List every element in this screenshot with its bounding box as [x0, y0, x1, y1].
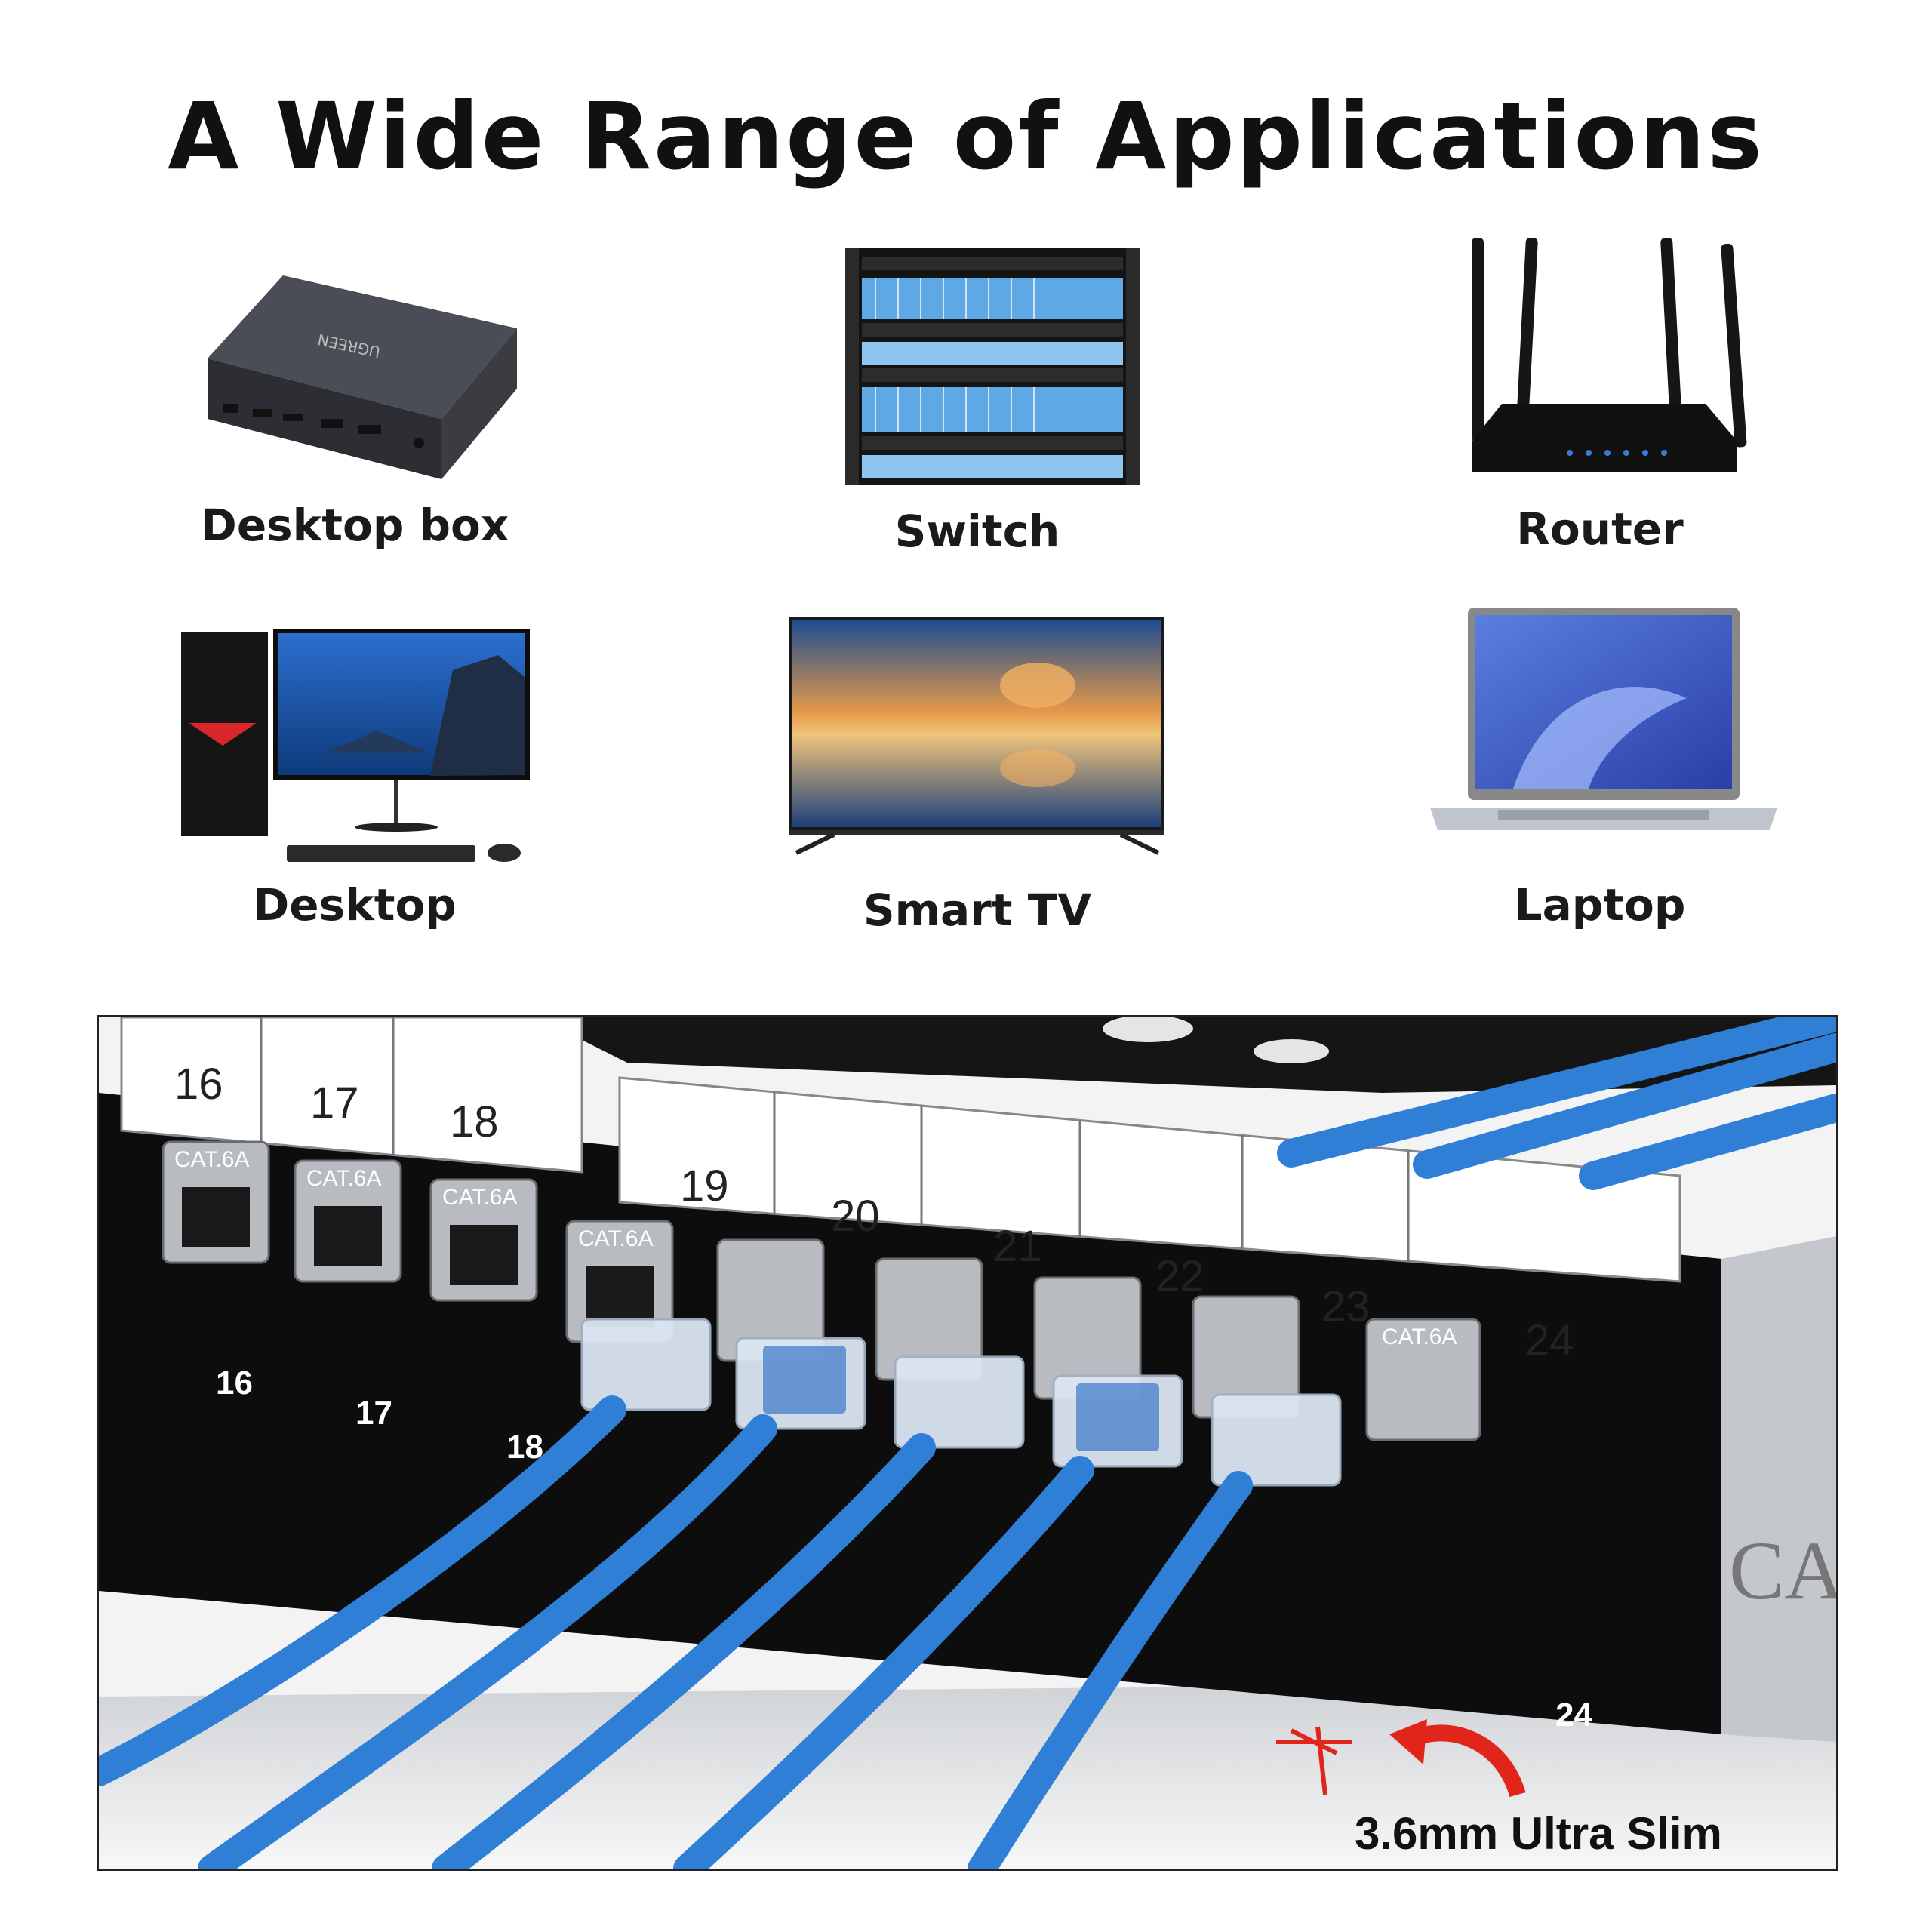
smart-tv-icon: [789, 617, 1164, 855]
patch-panel-illustration: CAT: [99, 1017, 1836, 1869]
strip-number: 21: [993, 1222, 1042, 1271]
strip-number: 23: [1321, 1282, 1371, 1331]
port-number: 16: [216, 1364, 253, 1401]
page-title: A Wide Range of Applications: [168, 83, 1764, 190]
port-marking: CAT.6A: [442, 1185, 518, 1210]
port-marking: CAT.6A: [174, 1147, 250, 1172]
port-marking: CAT.6A: [1382, 1324, 1457, 1349]
strip-number: 24: [1525, 1316, 1574, 1365]
port-number: 18: [506, 1429, 543, 1466]
strip-number: 22: [1155, 1252, 1204, 1301]
port-marking: CAT.6A: [306, 1166, 382, 1191]
label-router: Router: [1516, 503, 1684, 555]
side-marking: CAT: [1729, 1524, 1836, 1617]
laptop-icon: [1430, 608, 1777, 830]
strip-number: 20: [831, 1192, 880, 1241]
wifi-router-icon: [1472, 238, 1747, 472]
strip-number: 19: [680, 1161, 729, 1211]
strip-number: 16: [174, 1060, 223, 1109]
port-number: 17: [355, 1395, 392, 1432]
label-desktop-box: Desktop box: [200, 500, 509, 551]
desktop-computer-icon: [181, 629, 530, 862]
port-marking: CAT.6A: [578, 1226, 654, 1251]
slim-cable-callout: 3.6mm Ultra Slim: [1355, 1808, 1722, 1859]
strip-number: 17: [310, 1078, 359, 1128]
label-switch: Switch: [894, 506, 1060, 557]
label-smart-tv: Smart TV: [863, 884, 1092, 936]
port-number: 24: [1555, 1697, 1592, 1734]
network-rack-icon: [845, 248, 1140, 485]
label-laptop: Laptop: [1514, 879, 1686, 931]
strip-number: 18: [450, 1097, 499, 1146]
mini-pc-icon: UGREEN: [208, 275, 517, 479]
patch-panel-photo: CAT: [97, 1015, 1838, 1871]
label-desktop: Desktop: [253, 879, 457, 931]
